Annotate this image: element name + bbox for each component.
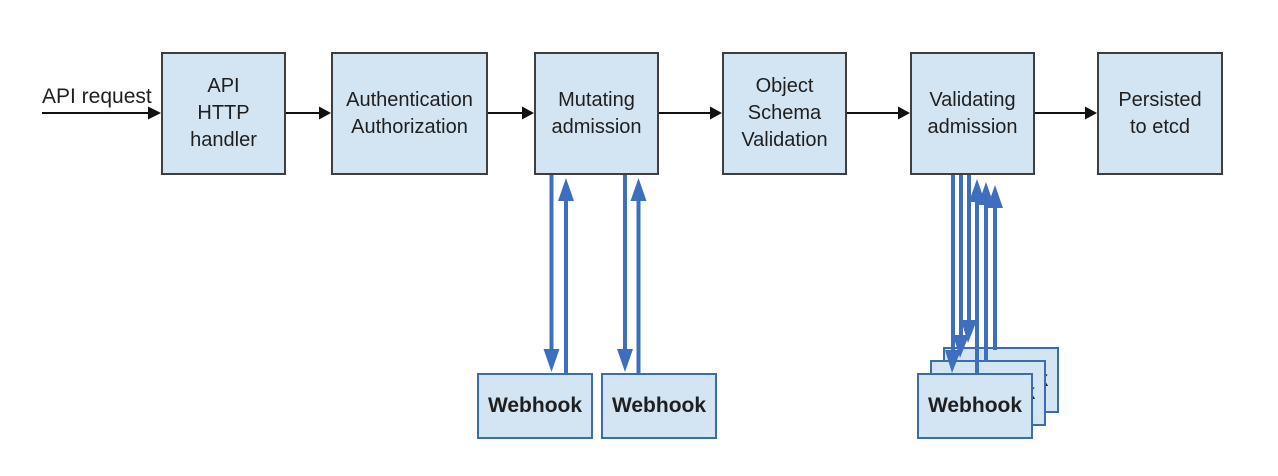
node-mutating-admission: Mutating admission [534, 52, 659, 175]
node-label: Persisted to etcd [1118, 88, 1202, 138]
flow-arrow-handler-to-auth [286, 106, 331, 120]
flow-arrow-mutating-to-schema [659, 106, 722, 120]
mutating-webhook-box-2: Webhook [601, 373, 717, 439]
mutating-webhook2-call-arrow [617, 175, 633, 372]
mutating-webhook1-call-arrow [543, 175, 560, 372]
node-label: Object Schema Validation [741, 75, 828, 151]
flow-arrow-validating-to-etcd [1035, 106, 1097, 120]
validating-webhook-return-arrows [969, 179, 1003, 375]
node-label: Validating admission [927, 88, 1018, 138]
node-object-schema-validation: Object Schema Validation [722, 52, 847, 175]
mutating-webhook2-return-arrow [630, 178, 647, 373]
node-label: API HTTP handler [190, 75, 257, 151]
node-validating-admission: Validating admission [910, 52, 1035, 175]
node-authentication-authorization: Authentication Authorization [331, 52, 488, 175]
webhook-label: Webhook [611, 394, 707, 417]
node-label: Mutating admission [551, 88, 642, 138]
node-api-http-handler: API HTTP handler [161, 52, 286, 175]
mutating-webhook1-return-arrow [558, 178, 574, 373]
flow-arrow-schema-to-validating [847, 106, 910, 120]
api-request-arrow [42, 106, 161, 120]
validating-webhook-call-arrows [945, 175, 977, 373]
mutating-webhook-box-1: Webhook [477, 373, 593, 439]
api-request-label: API request [42, 85, 152, 108]
validating-webhook-box-front: Webhook [917, 373, 1033, 439]
node-label: Authentication Authorization [346, 88, 473, 138]
webhook-label: Webhook [487, 394, 583, 417]
webhook-label: Webhook [927, 394, 1023, 417]
flow-arrow-auth-to-mutating [488, 106, 534, 120]
node-persisted-to-etcd: Persisted to etcd [1097, 52, 1223, 175]
